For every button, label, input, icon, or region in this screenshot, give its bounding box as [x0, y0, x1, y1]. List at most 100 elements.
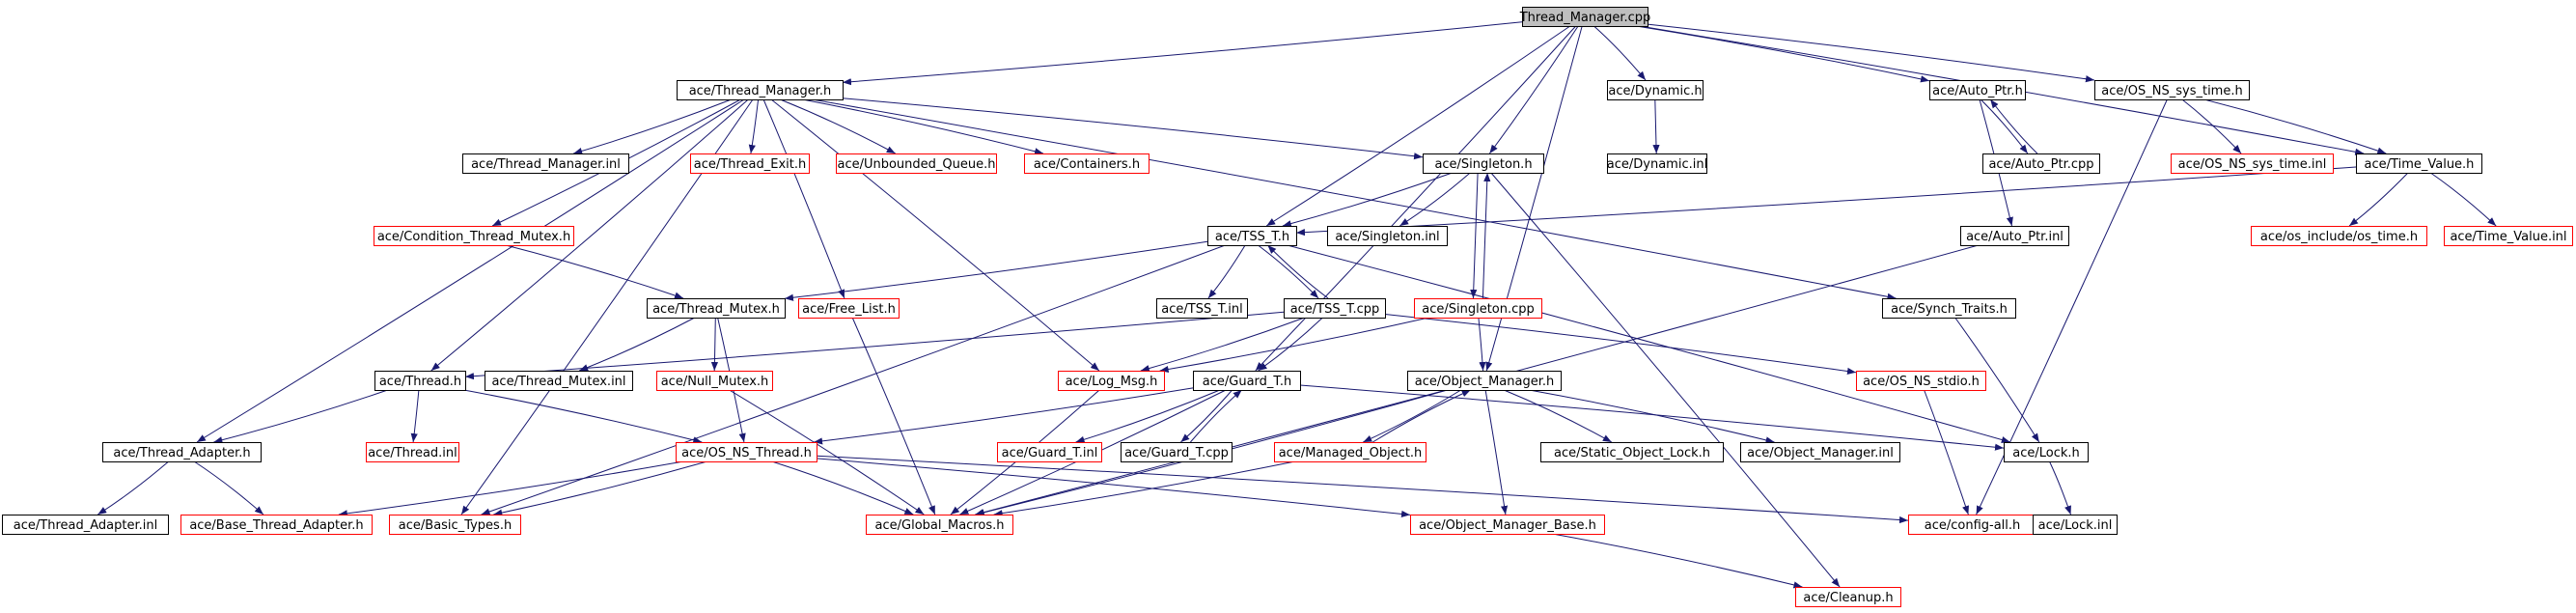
node-time-value-h[interactable]: ace/Time_Value.h	[2356, 153, 2482, 174]
node-label: ace/Thread_Mutex.inl	[491, 375, 625, 389]
node-label: ace/Object_Manager_Base.h	[1419, 518, 1596, 533]
node-auto-ptr-cpp[interactable]: ace/Auto_Ptr.cpp	[1982, 153, 2100, 174]
edge-thread_h-to-thread_adapter_h	[213, 389, 388, 444]
node-box	[485, 371, 633, 391]
node-config-all-h: ace/config-all.h	[1908, 515, 2036, 535]
edge-root-to-auto_ptr_h	[1636, 25, 1930, 83]
node-box	[1740, 442, 1900, 462]
node-label: ace/Singleton.h	[1434, 157, 1532, 172]
node-thread-manager-inl[interactable]: ace/Thread_Manager.inl	[462, 153, 629, 174]
node-static-object-lock-h[interactable]: ace/Static_Object_Lock.h	[1540, 442, 1724, 462]
node-box	[1607, 80, 1703, 100]
node-thread-h[interactable]: ace/Thread.h	[374, 371, 466, 391]
edge-managed_object_h-to-global_macros_h	[993, 460, 1295, 517]
edge-os_ns_thread_h-to-global_macros_h	[771, 460, 914, 515]
node-thread-mutex-inl[interactable]: ace/Thread_Mutex.inl	[485, 371, 633, 391]
node-box	[389, 515, 521, 535]
node-guard-t-cpp[interactable]: ace/Guard_T.cpp	[1121, 442, 1233, 462]
node-thread-adapter-h[interactable]: ace/Thread_Adapter.h	[102, 442, 262, 462]
node-label: ace/Basic_Types.h	[399, 518, 512, 533]
node-box	[1207, 226, 1297, 246]
edge-thread_manager_h-to-thread_adapter_h	[196, 98, 745, 443]
node-label: ace/OS_NS_sys_time.h	[2101, 84, 2242, 98]
edge-dynamic_h-to-dynamic_inl	[1652, 98, 1660, 154]
node-object-manager-inl[interactable]: ace/Object_Manager.inl	[1740, 442, 1900, 462]
node-label: ace/OS_NS_Thread.h	[681, 446, 812, 460]
node-label: ace/Cleanup.h	[1803, 591, 1893, 605]
edge-guard_t_cpp-to-guard_t_h	[1190, 389, 1242, 443]
node-lock-inl[interactable]: ace/Lock.inl	[2033, 515, 2118, 535]
node-tss-t-h[interactable]: ace/TSS_T.h	[1207, 226, 1297, 246]
edge-root-to-thread_manager_h	[842, 21, 1523, 86]
node-tss-t-cpp[interactable]: ace/TSS_T.cpp	[1284, 298, 1386, 319]
node-box	[1929, 80, 2026, 100]
node-label: ace/OS_NS_stdio.h	[1863, 375, 1980, 389]
edge-tss_t_cpp-to-log_msg_h	[1140, 317, 1305, 373]
node-box	[374, 371, 466, 391]
node-label: ace/OS_NS_sys_time.inl	[2178, 157, 2327, 172]
edge-root-to-os_ns_sys_time_h	[1647, 23, 2095, 83]
node-label: ace/Lock.inl	[2038, 518, 2113, 533]
node-box	[2033, 515, 2118, 535]
edge-root-to-object_manager_h	[1485, 25, 1583, 372]
node-condition-thread-mutex-h: ace/Condition_Thread_Mutex.h	[374, 226, 574, 246]
node-null-mutex-h: ace/Null_Mutex.h	[656, 371, 773, 391]
node-box	[798, 298, 900, 319]
node-label: ace/Thread_Mutex.h	[652, 302, 780, 317]
edge-thread_adapter_h-to-base_thread_adapter_h	[193, 460, 264, 515]
node-label: ace/Lock.h	[2012, 446, 2080, 460]
edge-tss_t_h-to-tss_t_cpp	[1258, 244, 1319, 299]
node-log-msg-h: ace/Log_Msg.h	[1058, 371, 1165, 391]
node-box	[1410, 515, 1605, 535]
node-tss-t-inl[interactable]: ace/TSS_T.inl	[1156, 298, 1248, 319]
node-dynamic-inl[interactable]: ace/Dynamic.inl	[1607, 153, 1707, 174]
node-label: ace/config-all.h	[1925, 518, 2021, 533]
node-label: ace/Containers.h	[1034, 157, 1140, 172]
node-box	[462, 153, 629, 174]
node-box	[102, 442, 262, 462]
node-label: ace/Dynamic.inl	[1607, 157, 1707, 172]
node-label: ace/Dynamic.h	[1608, 84, 1702, 98]
node-time-value-inl: ace/Time_Value.inl	[2444, 226, 2573, 246]
node-thread-mutex-h[interactable]: ace/Thread_Mutex.h	[647, 298, 786, 319]
node-box	[677, 80, 844, 100]
node-box	[836, 153, 997, 174]
node-dynamic-h[interactable]: ace/Dynamic.h	[1607, 80, 1703, 100]
node-label: ace/Object_Manager.h	[1415, 375, 1555, 389]
node-auto-ptr-inl[interactable]: ace/Auto_Ptr.inl	[1960, 226, 2069, 246]
node-root: Thread_Manager.cpp	[1519, 7, 1650, 27]
edge-lock_h-to-lock_inl	[2049, 460, 2071, 515]
node-box	[2171, 153, 2334, 174]
node-box	[2004, 442, 2089, 462]
node-auto-ptr-h[interactable]: ace/Auto_Ptr.h	[1929, 80, 2026, 100]
node-singleton-inl[interactable]: ace/Singleton.inl	[1327, 226, 1448, 246]
node-guard-t-h[interactable]: ace/Guard_T.h	[1193, 371, 1301, 391]
edge-guard_t_h-to-guard_t_cpp	[1180, 389, 1233, 443]
edge-tss_t_h-to-basic_types_h	[481, 244, 1226, 515]
node-synch-traits-h[interactable]: ace/Synch_Traits.h	[1882, 298, 2016, 319]
node-label: ace/TSS_T.cpp	[1290, 302, 1380, 317]
edge-thread_manager_h-to-thread_h	[430, 98, 749, 372]
node-unbounded-queue-h: ace/Unbounded_Queue.h	[836, 153, 997, 174]
node-thread-exit-h: ace/Thread_Exit.h	[690, 153, 810, 174]
node-box	[1024, 153, 1150, 174]
node-os-ns-sys-time-h[interactable]: ace/OS_NS_sys_time.h	[2094, 80, 2250, 100]
node-thread-adapter-inl[interactable]: ace/Thread_Adapter.inl	[2, 515, 169, 535]
node-label: ace/Thread_Exit.h	[694, 157, 806, 172]
node-box	[1284, 298, 1386, 319]
node-basic-types-h: ace/Basic_Types.h	[389, 515, 521, 535]
node-object-manager-h[interactable]: ace/Object_Manager.h	[1407, 371, 1562, 391]
node-label: ace/Auto_Ptr.cpp	[1988, 157, 2093, 172]
node-label: ace/Guard_T.h	[1203, 375, 1291, 389]
node-singleton-h[interactable]: ace/Singleton.h	[1423, 153, 1544, 174]
node-box	[1274, 442, 1426, 462]
node-label: ace/Static_Object_Lock.h	[1554, 446, 1710, 460]
node-lock-h[interactable]: ace/Lock.h	[2004, 442, 2089, 462]
node-box	[1193, 371, 1301, 391]
node-box	[1856, 371, 1986, 391]
node-cleanup-h: ace/Cleanup.h	[1795, 587, 1901, 607]
node-thread-manager-h[interactable]: ace/Thread_Manager.h	[677, 80, 844, 100]
edge-singleton_h-to-cleanup_h	[1490, 172, 1841, 588]
node-box	[366, 442, 459, 462]
node-box	[2251, 226, 2427, 246]
